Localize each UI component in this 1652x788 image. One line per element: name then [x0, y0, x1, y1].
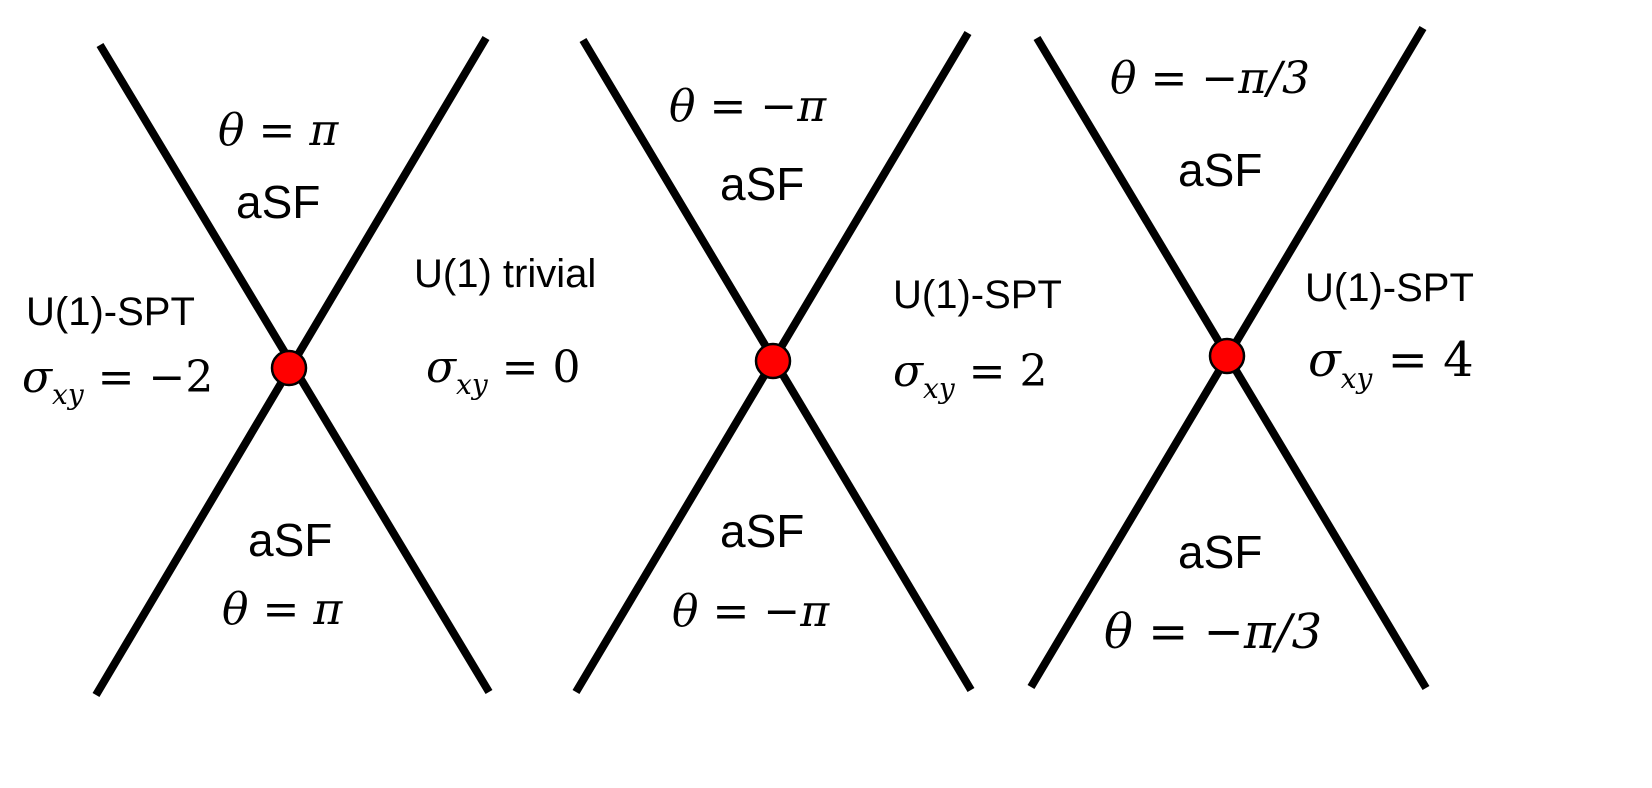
top-phase-label: aSF — [720, 158, 804, 210]
panel-1: θ = π aSF U(1)-SPT σxy = −2 aSF θ = π — [22, 35, 493, 698]
middle-region-labels: U(1) trivial σxy = 0 — [414, 252, 596, 401]
critical-point — [754, 342, 792, 380]
top-phase-label: aSF — [236, 176, 320, 228]
top-phase-label: aSF — [1178, 144, 1262, 196]
bottom-phase-label: aSF — [720, 505, 804, 557]
top-theta-label: θ = −π — [669, 81, 827, 132]
left-sigma-label: σxy = −2 — [22, 352, 213, 411]
bottom-phase-label: aSF — [1178, 526, 1262, 578]
bottom-theta-label: θ = −π/3 — [1104, 604, 1322, 660]
bottom-theta-label: θ = −π — [672, 586, 830, 637]
top-theta-label: θ = −π/3 — [1110, 53, 1310, 104]
panel-2: θ = −π aSF U(1)-SPT σxy = 2 aSF θ = −π — [572, 30, 1062, 695]
bottom-phase-label: aSF — [248, 514, 332, 566]
right-sigma-label: σxy = 4 — [1308, 332, 1474, 395]
bottom-theta-label: θ = π — [222, 584, 343, 635]
critical-point — [1208, 337, 1246, 375]
right-phase-label: U(1)-SPT — [1305, 266, 1474, 310]
right-phase-label: U(1)-SPT — [893, 273, 1062, 317]
left-phase-label: U(1)-SPT — [26, 290, 195, 334]
right-sigma-label: σxy = 2 — [893, 346, 1048, 405]
panel-3: θ = −π/3 aSF U(1)-SPT σxy = 4 aSF θ = −π… — [1027, 25, 1474, 691]
top-theta-label: θ = π — [218, 105, 339, 156]
critical-point — [270, 349, 308, 387]
trivial-sigma-label: σxy = 0 — [426, 342, 581, 401]
trivial-phase-label: U(1) trivial — [414, 252, 596, 296]
